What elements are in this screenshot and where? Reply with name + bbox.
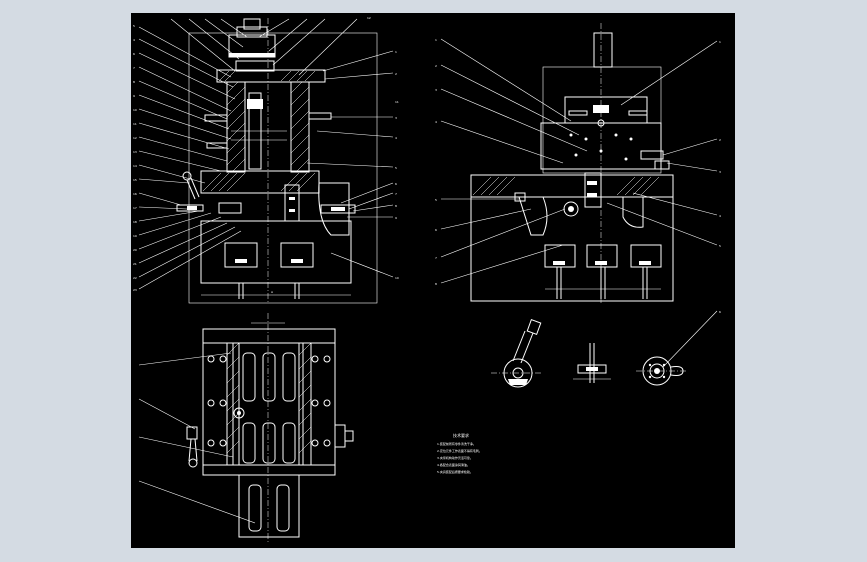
flange	[216, 69, 326, 83]
leader-lines	[138, 18, 718, 524]
svg-text:23: 23	[133, 288, 137, 292]
svg-text:2: 2	[435, 64, 437, 68]
svg-text:6: 6	[435, 228, 437, 232]
technical-notes: 技术要求 1.装配前所有零件清洗干净。 2.定位元件工作表面不得有毛刺。 3.夹…	[437, 432, 482, 474]
svg-text:9: 9	[395, 216, 397, 220]
front-view: A	[176, 18, 378, 304]
callout-numbers: 5 4 6 7 8 9 10 11 12 13 14 15 16 17 18 1…	[133, 16, 721, 314]
svg-text:9: 9	[133, 94, 135, 98]
base-plate	[200, 170, 320, 194]
svg-text:7: 7	[435, 256, 437, 260]
lower-body	[200, 220, 352, 284]
svg-text:21: 21	[133, 262, 137, 266]
assembly-drawing: A	[133, 16, 721, 543]
svg-text:3: 3	[395, 116, 397, 120]
side-view	[470, 23, 674, 303]
plan-outline	[202, 328, 336, 476]
svg-text:7: 7	[133, 66, 135, 70]
svg-text:4: 4	[719, 214, 721, 218]
plan-view	[186, 313, 354, 543]
svg-text:4.各配合表面涂润滑油。: 4.各配合表面涂润滑油。	[437, 462, 470, 467]
svg-text:5: 5	[133, 24, 135, 28]
front-view-frame	[188, 32, 378, 304]
svg-text:10: 10	[133, 108, 137, 112]
right-boss	[318, 182, 350, 236]
notes-heading: 技术要求	[453, 432, 469, 438]
svg-text:14: 14	[133, 164, 137, 168]
svg-text:2.定位元件工作表面不得有毛刺。: 2.定位元件工作表面不得有毛刺。	[437, 448, 482, 453]
svg-text:10: 10	[395, 276, 399, 280]
svg-text:8: 8	[395, 204, 397, 208]
plan-extension	[238, 474, 300, 538]
cam	[563, 201, 579, 217]
svg-text:11: 11	[133, 122, 137, 126]
svg-text:3: 3	[719, 170, 721, 174]
svg-text:2: 2	[395, 72, 397, 76]
svg-text:13: 13	[133, 150, 137, 154]
svg-text:3: 3	[435, 88, 437, 92]
svg-text:7: 7	[395, 192, 397, 196]
top-shaft	[593, 32, 613, 68]
svg-text:8: 8	[435, 282, 437, 286]
svg-text:16: 16	[133, 192, 137, 196]
plan-handle	[186, 426, 198, 440]
svg-text:15: 15	[133, 178, 137, 182]
svg-text:8: 8	[133, 80, 135, 84]
svg-text:18: 18	[133, 220, 137, 224]
svg-text:1: 1	[435, 38, 437, 42]
svg-text:12: 12	[133, 136, 137, 140]
svg-text:4: 4	[133, 38, 135, 42]
svg-text:4: 4	[435, 120, 437, 124]
svg-text:3.夹紧机构动作灵活可靠。: 3.夹紧机构动作灵活可靠。	[437, 455, 473, 460]
svg-text:1.装配前所有零件清洗干净。: 1.装配前所有零件清洗干净。	[437, 441, 476, 446]
svg-text:17: 17	[133, 206, 137, 210]
svg-text:5: 5	[395, 166, 397, 170]
svg-text:6: 6	[133, 52, 135, 56]
svg-text:22: 22	[133, 276, 137, 280]
svg-text:20: 20	[133, 248, 137, 252]
column-right-wall	[290, 81, 310, 173]
svg-text:1: 1	[395, 50, 397, 54]
svg-text:6: 6	[719, 310, 721, 314]
column-left-wall	[226, 81, 246, 173]
svg-text:6: 6	[395, 182, 397, 186]
svg-text:5.夹具装配后按要求检验。: 5.夹具装配后按要求检验。	[437, 469, 473, 474]
svg-text:5: 5	[719, 244, 721, 248]
svg-text:2: 2	[719, 138, 721, 142]
svg-text:19: 19	[133, 234, 137, 238]
drawing-canvas[interactable]: A	[131, 13, 735, 548]
locating-pin	[584, 172, 602, 208]
side-block	[284, 184, 300, 222]
svg-text:5: 5	[435, 198, 437, 202]
svg-text:11: 11	[395, 100, 399, 104]
svg-text:12: 12	[367, 16, 371, 20]
svg-text:4: 4	[395, 136, 397, 140]
detail-views	[491, 319, 686, 388]
svg-text:1: 1	[719, 40, 721, 44]
svg-text:A: A	[271, 290, 274, 294]
